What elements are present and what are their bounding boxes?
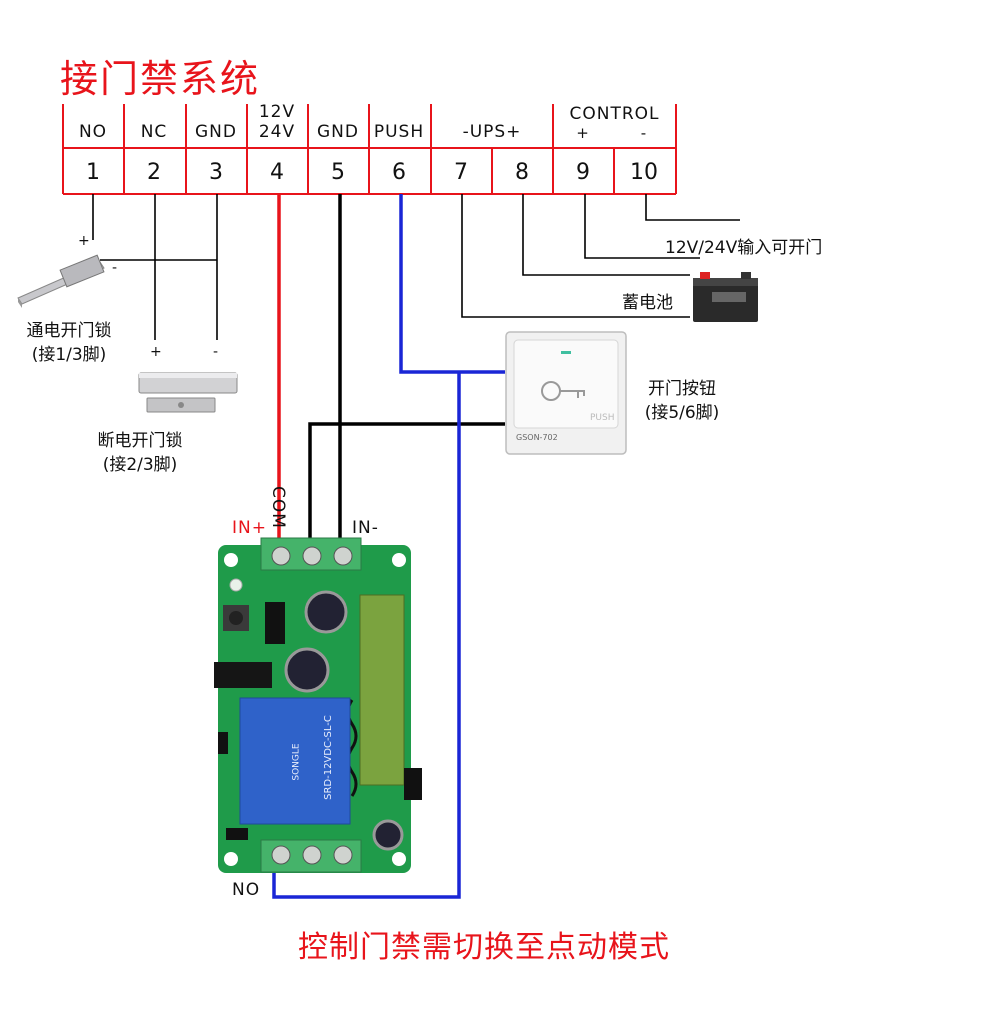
terminal-10-number: 10: [630, 160, 658, 185]
exit-button-image: [505, 331, 627, 455]
terminal-8-number: 8: [515, 160, 529, 185]
footer-note: 控制门禁需切换至点动模式: [298, 930, 670, 965]
terminal-strip: [62, 104, 677, 195]
terminal-2-header: NC: [140, 122, 168, 142]
terminal-4-header-top: 12V: [258, 102, 296, 122]
power-off-lock-plus: +: [150, 344, 162, 360]
exit-button-model: GSON-702: [516, 433, 558, 442]
terminal-9-number: 9: [576, 160, 590, 185]
power-on-lock-name: 通电开门锁: [26, 321, 112, 341]
power-on-lock-image: [17, 254, 105, 308]
relay-model: SRD-12VDC-SL-C: [322, 715, 334, 800]
terminal-5-header: GND: [317, 122, 359, 142]
terminal-1-header: NO: [78, 122, 108, 142]
battery-label: 蓄电池: [622, 293, 673, 313]
terminal-9-header: +: [576, 124, 590, 142]
terminal-6-number: 6: [392, 160, 406, 185]
power-off-lock-image: [138, 372, 238, 413]
right-wires: [461, 194, 740, 318]
terminal-3-number: 3: [209, 160, 223, 185]
page-title: 接门禁系统: [60, 57, 261, 101]
power-on-lock-pins: (接1/3脚): [31, 345, 107, 365]
exit-button-pins: (接5/6脚): [644, 403, 720, 423]
power-off-lock-minus: -: [213, 344, 219, 360]
terminal-7-number: 7: [454, 160, 468, 185]
wire-blue-push: [272, 194, 505, 899]
power-on-lock-minus: -: [112, 260, 118, 276]
power-off-lock-pins: (接2/3脚): [102, 455, 178, 475]
ups-label: -UPS+: [462, 122, 522, 142]
control-label: CONTROL: [569, 104, 660, 124]
relay-module-image: [214, 537, 422, 873]
terminal-10-header: -: [640, 124, 648, 142]
relay-brand: SONGLE: [291, 743, 302, 781]
terminal-4-header: 24V: [258, 122, 296, 142]
terminal-3-header: GND: [195, 122, 237, 142]
module-no-label: NO: [232, 880, 261, 900]
terminal-1-number: 1: [86, 160, 100, 185]
terminal-2-number: 2: [147, 160, 161, 185]
wire-black-com: [308, 422, 505, 555]
terminal-5-number: 5: [331, 160, 345, 185]
exit-button-face-label: PUSH: [590, 413, 615, 423]
module-in-minus-label: IN-: [352, 518, 379, 538]
power-on-lock-plus: +: [78, 233, 90, 249]
power-off-lock-name: 断电开门锁: [97, 431, 183, 451]
module-in-plus-label: IN+: [232, 518, 267, 538]
module-com-label: COM: [268, 486, 288, 529]
lock-wires: [92, 194, 218, 340]
exit-button-name: 开门按钮: [648, 379, 716, 399]
control-input-label: 12V/24V输入可开门: [665, 238, 823, 258]
terminal-6-header: PUSH: [373, 122, 425, 142]
terminal-4-number: 4: [270, 160, 284, 185]
battery-image: [693, 272, 758, 322]
